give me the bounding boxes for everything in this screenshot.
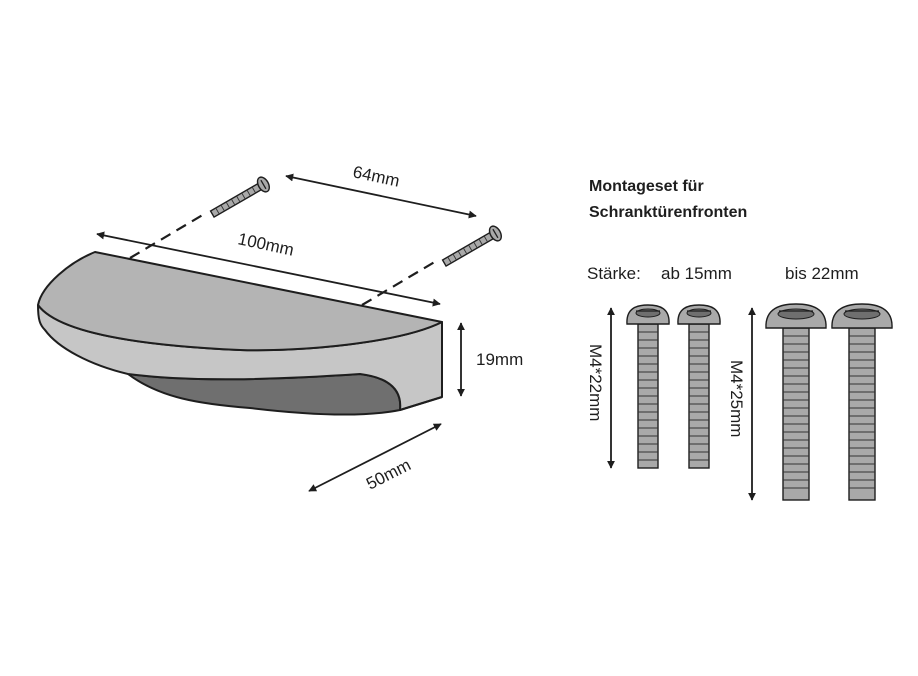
- dim-label-100mm: 100mm: [236, 229, 295, 259]
- screw-path-left: [129, 212, 207, 259]
- thickness-label: Stärke:: [587, 264, 641, 283]
- group-b-range: bis 22mm: [785, 264, 859, 283]
- dim-label-64mm: 64mm: [351, 162, 401, 190]
- kit-title-line1: Montageset für: [589, 178, 704, 195]
- handle-back-edge: [399, 396, 443, 411]
- screw-m4-25-right-icon: [831, 303, 893, 501]
- screw-m4-25-left-icon: [765, 303, 827, 501]
- dim-arrow-50mm: [308, 423, 442, 492]
- handle-underside: [127, 373, 402, 416]
- dim-label-19mm: 19mm: [476, 350, 523, 369]
- cabinet-handle: [37, 251, 443, 416]
- dim-arrow-64mm: [285, 173, 477, 219]
- screw-m4-22-right-icon: [677, 304, 721, 469]
- dim-arrow-100mm: [96, 231, 441, 307]
- screw-path-right: [361, 259, 439, 306]
- screw-left-icon: [209, 176, 270, 218]
- group-a-range: ab 15mm: [661, 264, 732, 283]
- mounting-kit-panel: Montageset für Schranktürenfronten Stärk…: [586, 178, 893, 501]
- screw-size-m4-25: M4*25mm: [727, 360, 746, 437]
- kit-title-line2: Schranktürenfronten: [589, 204, 747, 221]
- screw-size-m4-22: M4*22mm: [586, 344, 605, 421]
- screw-m4-22-left-icon: [626, 304, 670, 469]
- screw-right-icon: [441, 225, 502, 267]
- dim-label-50mm: 50mm: [363, 455, 414, 493]
